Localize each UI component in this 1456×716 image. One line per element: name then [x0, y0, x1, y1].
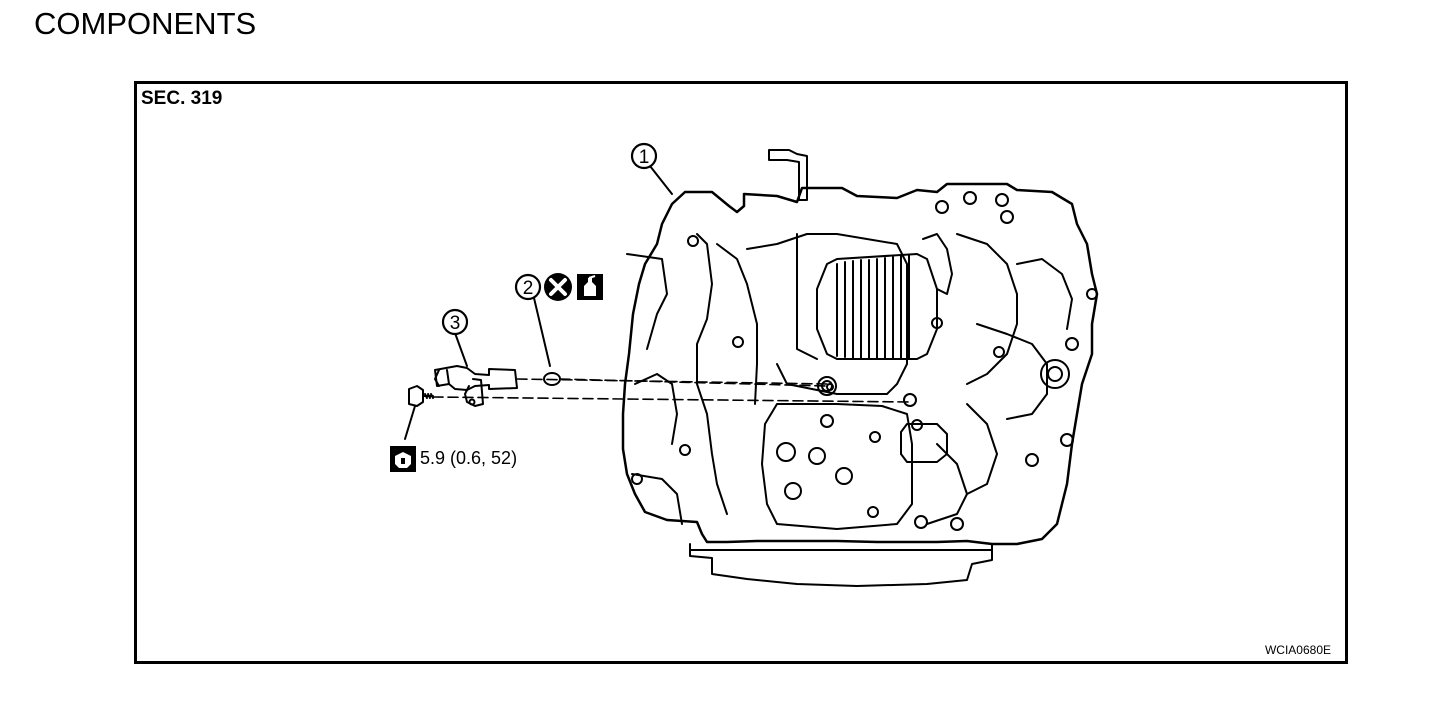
- figure-code: WCIA0680E: [1264, 643, 1331, 657]
- callout-3-label: 3: [450, 313, 461, 334]
- section-label: SEC. 319: [141, 88, 223, 109]
- callout-3-leader: [454, 332, 468, 367]
- do-not-reuse-icon: [544, 273, 572, 301]
- callout-2-leader: [533, 297, 551, 367]
- torque-spec: 5.9 (0.6, 52): [420, 448, 518, 468]
- callout-1: 1: [630, 142, 658, 170]
- bolt-drawing: [408, 385, 434, 407]
- callout-3: 3: [441, 308, 469, 336]
- callout-2-label: 2: [523, 278, 534, 299]
- callout-1-label: 1: [639, 147, 650, 168]
- speed-sensor-drawing: [434, 365, 518, 407]
- page-title: COMPONENTS: [34, 6, 257, 41]
- torque-wrench-icon: [390, 446, 416, 472]
- transmission-diagram: 1 2 3: [390, 142, 1099, 587]
- transaxle-assembly-drawing: [621, 149, 1099, 587]
- figure-frame: SEC. 319 WCIA0680E 5.9 (0.6, 52): [134, 81, 1348, 664]
- oil-cooler-drawing: [796, 233, 953, 360]
- assembly-guide-lines: [432, 378, 911, 403]
- callout-2: 2: [514, 273, 542, 301]
- apply-fluid-icon: [577, 274, 603, 300]
- callout-1-leader: [649, 165, 673, 195]
- torque-leader: [404, 405, 416, 440]
